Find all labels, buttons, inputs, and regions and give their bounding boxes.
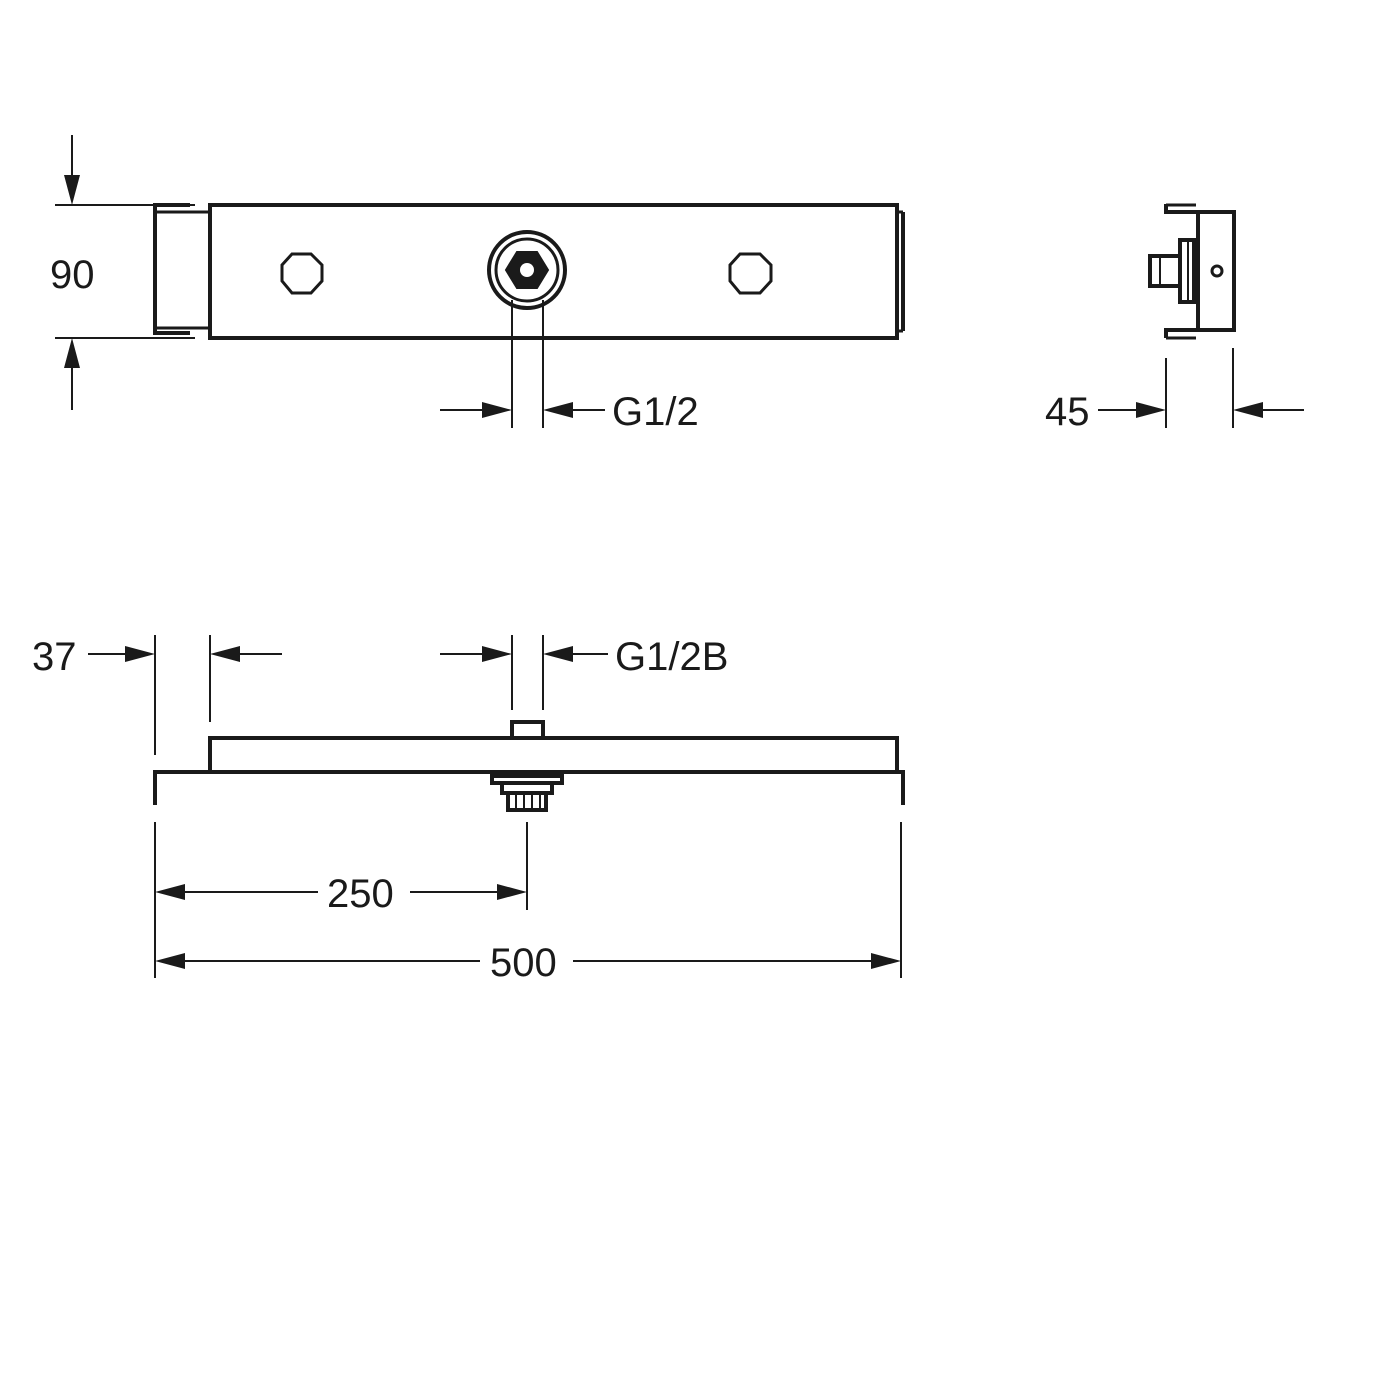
side-view-fitting-stem <box>1148 254 1182 288</box>
length-label: 500 <box>490 941 557 985</box>
g12b-label: G1/2B <box>615 635 728 679</box>
depth-arrow-left <box>1136 402 1166 418</box>
side-view: 45 <box>1045 203 1304 434</box>
center-connection-bore <box>520 263 534 277</box>
left-hex-hole <box>280 252 324 295</box>
depth-label: 45 <box>1045 390 1090 434</box>
depth-arrow-right <box>1233 402 1263 418</box>
center-label: 250 <box>327 872 394 916</box>
center-connection-inner-ring <box>494 237 560 303</box>
front-view-plate-outline <box>208 203 899 340</box>
g12b-arrow-left <box>482 646 512 662</box>
top-view-fitting-nut <box>506 791 548 812</box>
g12-label: G1/2 <box>612 390 699 434</box>
center-connection-outer-ring <box>487 230 567 310</box>
g12-arrow-left <box>482 402 512 418</box>
offset-label: 37 <box>32 635 77 679</box>
center-arrow-right <box>497 884 527 900</box>
right-hex-hole <box>728 252 773 295</box>
offset-arrow-left <box>125 646 155 662</box>
length-arrow-right <box>871 953 901 969</box>
height-arrow-top <box>64 175 80 205</box>
top-view: 37 G1/2B 250 500 <box>32 635 905 985</box>
side-view-hole <box>1210 264 1224 278</box>
top-view-stub <box>510 720 545 740</box>
height-label: 90 <box>50 253 95 297</box>
front-view-left-bracket <box>153 203 190 335</box>
side-view-bracket <box>1164 204 1198 338</box>
center-arrow-left <box>155 884 185 900</box>
side-view-body <box>1196 210 1236 332</box>
g12-arrow-right <box>543 402 573 418</box>
length-arrow-left <box>155 953 185 969</box>
height-arrow-bottom <box>64 338 80 368</box>
top-view-plate <box>208 736 899 774</box>
g12b-arrow-right <box>543 646 573 662</box>
offset-arrow-right <box>210 646 240 662</box>
front-view: G1/2 90 <box>50 135 905 434</box>
